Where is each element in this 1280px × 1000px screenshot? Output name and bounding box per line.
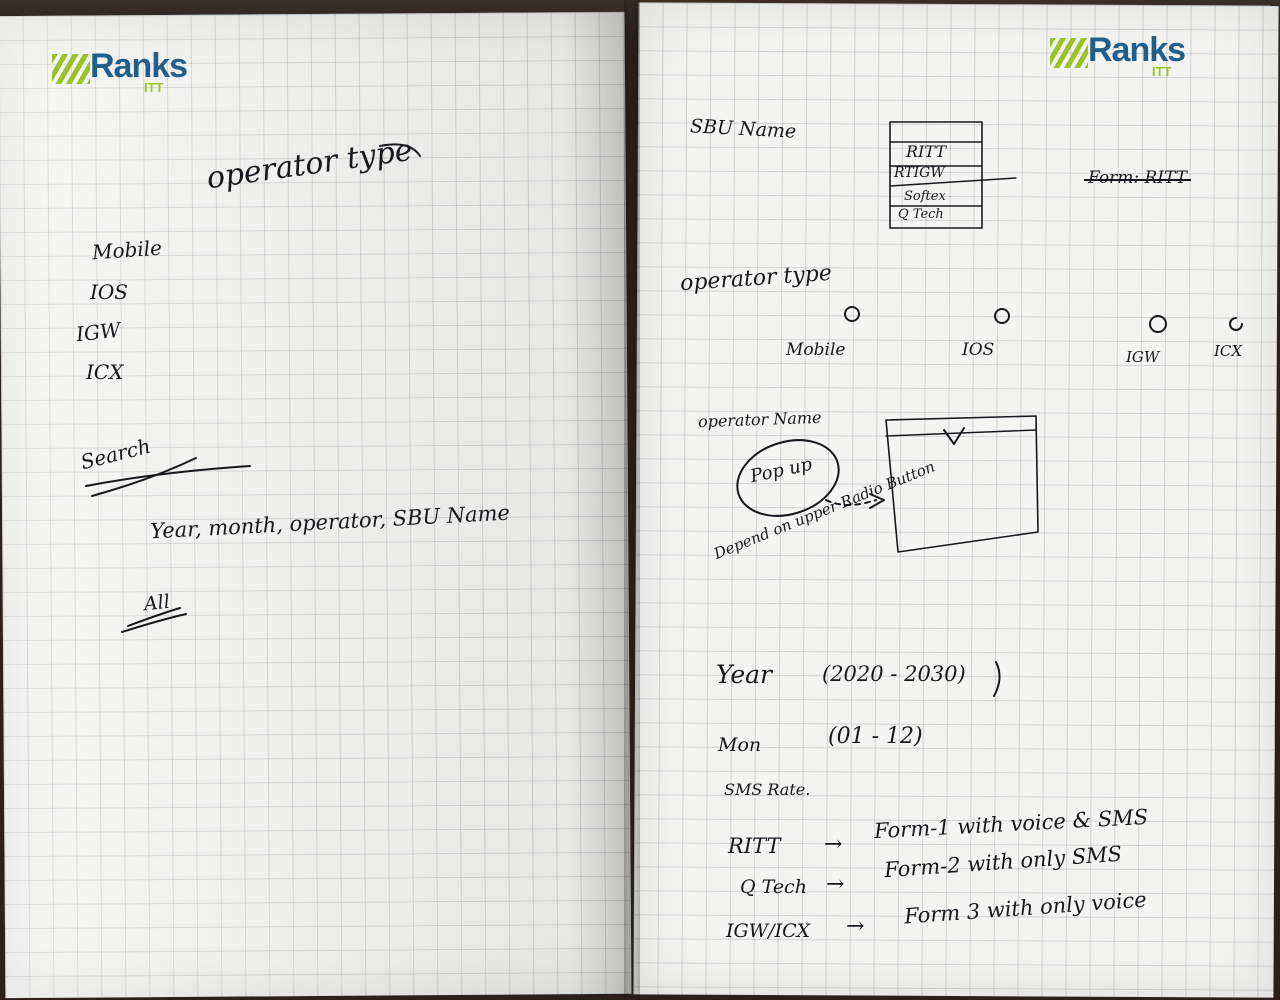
rule-arrow-icon: → xyxy=(846,914,865,939)
month-label: Mon xyxy=(718,734,762,756)
logo-wordmark: Ranks xyxy=(1088,31,1186,69)
logo-subtitle: ITT xyxy=(144,80,164,95)
sbu-option-ritt: RITT xyxy=(906,142,947,161)
year-label: Year xyxy=(716,660,772,689)
logo-stripes-icon xyxy=(52,54,90,84)
radio-label-mobile: Mobile xyxy=(786,340,846,360)
operator-name-label: operator Name xyxy=(697,407,822,432)
rule-source-qtech: Q Tech xyxy=(740,876,807,898)
list-item-icx: ICX xyxy=(86,360,124,384)
month-range: (01 - 12) xyxy=(828,724,923,749)
all-label: All xyxy=(142,590,171,616)
radio-label-igw: IGW xyxy=(1126,348,1160,366)
rule-source-ritt: RITT xyxy=(728,834,781,858)
list-item-igw: IGW xyxy=(74,317,122,347)
sbu-name-label: SBU Name xyxy=(689,115,797,143)
sbu-option-softex: Softex xyxy=(904,189,946,204)
rule-source-igw-icx: IGW/ICX xyxy=(726,920,811,942)
radio-label-ios: IOS xyxy=(962,340,995,360)
list-item-mobile: Mobile xyxy=(91,235,163,265)
year-range: (2020 - 2030) xyxy=(822,662,966,686)
sbu-option-rtigw: RTIGW xyxy=(894,165,945,181)
ranks-itt-logo-left: Ranks ITT xyxy=(52,47,188,95)
rule-arrow-icon: → xyxy=(824,832,843,857)
form-note-struck: Form: RITT xyxy=(1084,168,1191,188)
logo-stripes-icon xyxy=(1050,38,1088,68)
notebook-spine xyxy=(624,0,640,1000)
list-item-ios: IOS xyxy=(90,280,128,304)
logo-wordmark: Ranks xyxy=(90,47,188,85)
radio-label-icx: ICX xyxy=(1214,342,1243,360)
ranks-itt-logo-right: Ranks ITT xyxy=(1050,31,1186,79)
logo-subtitle: ITT xyxy=(1152,64,1172,79)
rule-arrow-icon: → xyxy=(826,872,845,897)
sbu-option-qtech: Q Tech xyxy=(898,207,944,222)
sms-rate-label: SMS Rate. xyxy=(724,780,811,799)
